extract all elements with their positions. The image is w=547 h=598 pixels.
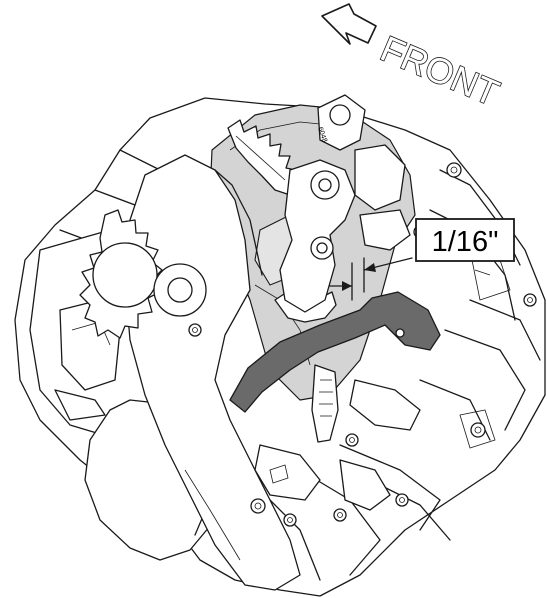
main-bracket bbox=[124, 154, 301, 591]
gauge-tool bbox=[229, 291, 441, 413]
spur-gear bbox=[79, 209, 207, 339]
linkage bbox=[254, 364, 421, 511]
measurement-label: 1/16" bbox=[432, 226, 499, 258]
gap-callout: 1/16" bbox=[329, 218, 515, 301]
measurement-box bbox=[415, 218, 515, 262]
arrow-left-outline-icon bbox=[321, 3, 377, 45]
direction-indicator: FRONT bbox=[321, 3, 506, 115]
direction-label: FRONT bbox=[375, 28, 505, 114]
cam-arm: 6048 bbox=[279, 94, 411, 313]
part-stamp: 6048 bbox=[316, 126, 328, 143]
